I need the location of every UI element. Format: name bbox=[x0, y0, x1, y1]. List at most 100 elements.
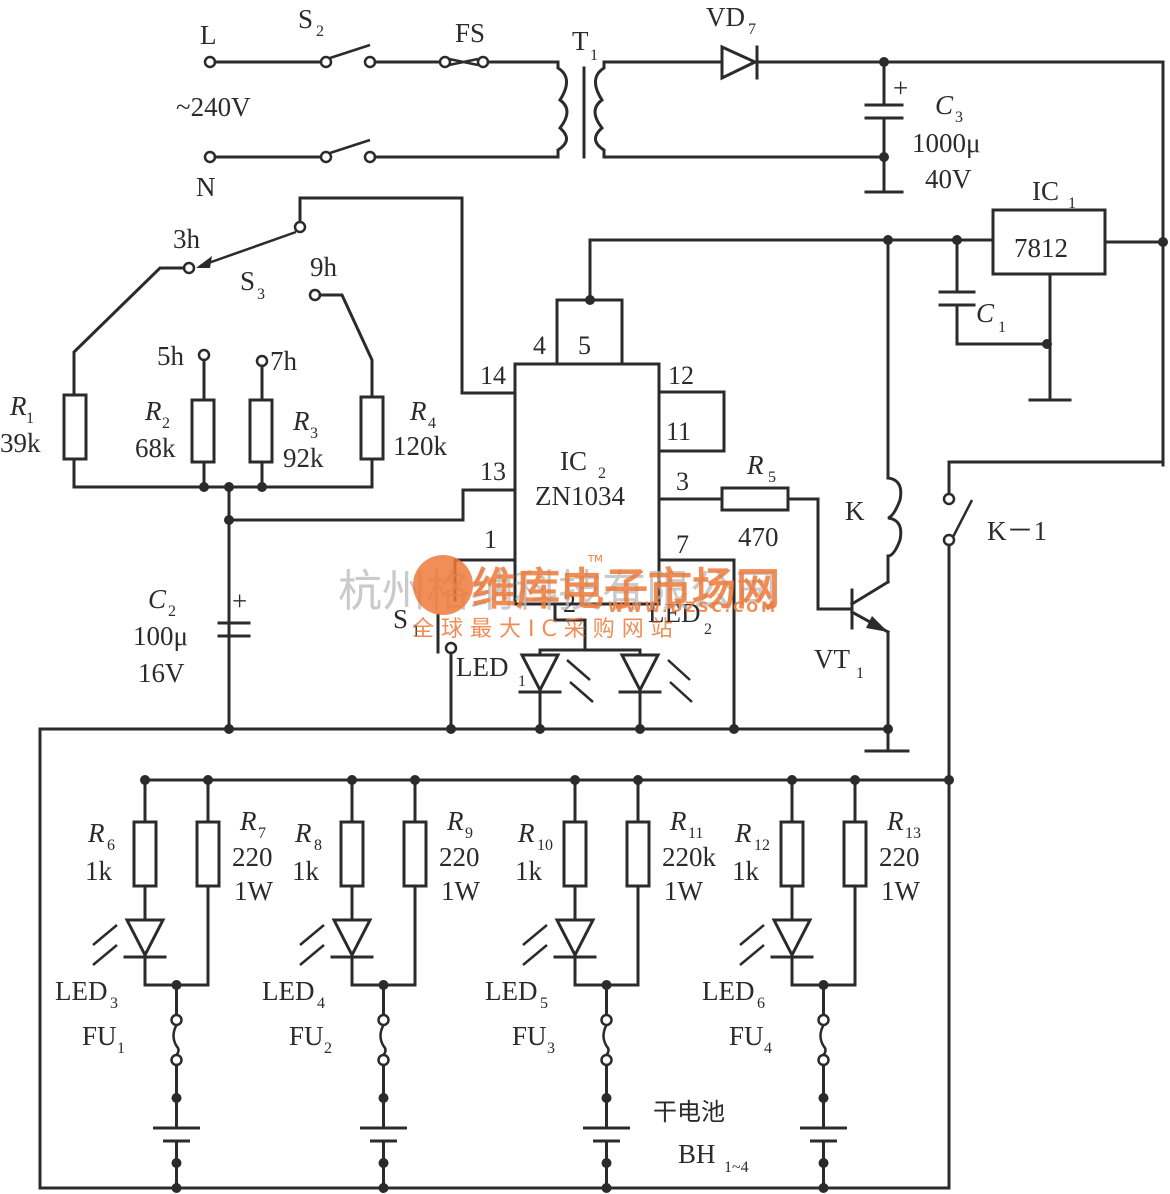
fuse-sub: 4 bbox=[764, 1040, 772, 1057]
svg-text:1: 1 bbox=[998, 319, 1006, 336]
svg-text:LED: LED bbox=[648, 598, 700, 628]
led-resistor bbox=[562, 820, 588, 888]
charge-led-sub: 5 bbox=[540, 995, 548, 1012]
ic2-body bbox=[513, 362, 661, 606]
svg-text:C: C bbox=[976, 298, 995, 328]
svg-text:5h: 5h bbox=[157, 341, 185, 371]
svg-text:1: 1 bbox=[484, 525, 497, 554]
svg-text:BH: BH bbox=[678, 1139, 716, 1169]
svg-text:2: 2 bbox=[162, 415, 170, 432]
svg-text:ZN1034: ZN1034 bbox=[535, 481, 625, 511]
charge-led-ref: LED bbox=[702, 976, 754, 1006]
led-resistor bbox=[339, 820, 365, 888]
charge-led-sub: 3 bbox=[110, 995, 118, 1012]
svg-text:干电池: 干电池 bbox=[653, 1098, 725, 1126]
switch-s2: S 2 bbox=[298, 4, 560, 164]
svg-text:R: R bbox=[746, 450, 764, 480]
charge-led bbox=[771, 918, 813, 959]
relay-contact-k1: K－1 bbox=[942, 240, 1165, 782]
capacitor-c1: C 1 bbox=[938, 238, 1049, 346]
fuse bbox=[817, 1013, 830, 1027]
transistor-vt1: VT 1 bbox=[814, 579, 910, 753]
svg-text:R: R bbox=[409, 396, 427, 426]
charge-resistor-ref: R bbox=[669, 806, 687, 836]
svg-text:7: 7 bbox=[676, 530, 689, 559]
svg-text:3: 3 bbox=[676, 467, 689, 496]
svg-text:1: 1 bbox=[412, 623, 420, 640]
led-resistor-value: 1k bbox=[515, 856, 543, 886]
led-1: LED 1 bbox=[456, 648, 594, 734]
watermark-logo-icon bbox=[413, 555, 473, 615]
svg-text:3h: 3h bbox=[173, 224, 201, 254]
svg-text:LED: LED bbox=[456, 652, 508, 682]
svg-text:3: 3 bbox=[955, 109, 963, 126]
charge-resistor bbox=[842, 820, 868, 888]
svg-text:1: 1 bbox=[1068, 195, 1076, 212]
charge-led bbox=[331, 918, 373, 959]
svg-text:R: R bbox=[144, 396, 162, 426]
svg-text:40V: 40V bbox=[925, 164, 972, 194]
charge-led-ref: LED bbox=[262, 976, 314, 1006]
svg-text:+: + bbox=[232, 586, 247, 616]
svg-text:14: 14 bbox=[480, 361, 506, 390]
charge-led-ref: LED bbox=[55, 976, 107, 1006]
fuse-sub: 2 bbox=[324, 1040, 332, 1057]
svg-text:WWW.DZSC.COM: WWW.DZSC.COM bbox=[608, 600, 778, 616]
resistor-r1: R 1 39k bbox=[0, 266, 186, 489]
charge-resistor-sub: 7 bbox=[258, 825, 266, 842]
led-resistor-value: 1k bbox=[85, 856, 113, 886]
resistor-r5: R 5 470 bbox=[657, 450, 852, 611]
fuse-ref: FU bbox=[289, 1021, 324, 1051]
svg-text:7h: 7h bbox=[270, 346, 298, 376]
regulator-ic1: IC 1 7812 bbox=[588, 176, 1168, 402]
svg-text:FS: FS bbox=[455, 18, 485, 48]
led-resistor-sub: 10 bbox=[537, 837, 553, 854]
svg-text:维库电子市场网: 维库电子市场网 bbox=[472, 564, 780, 615]
svg-text:2: 2 bbox=[704, 621, 712, 638]
svg-text:IC: IC bbox=[560, 446, 587, 476]
svg-text:1: 1 bbox=[590, 47, 598, 64]
svg-text:杭州格纳科技有限公司: 杭州格纳科技有限公司 bbox=[338, 566, 778, 617]
fuse-ref: FU bbox=[82, 1021, 117, 1051]
ground-bus bbox=[38, 724, 954, 1190]
led-resistor-ref: R bbox=[87, 818, 105, 848]
svg-text:T: T bbox=[572, 26, 589, 56]
led-resistor-ref: R bbox=[294, 818, 312, 848]
svg-text:1: 1 bbox=[518, 673, 526, 690]
timer-selector-s3: 3h S 3 9h 5h 7h bbox=[157, 196, 517, 395]
svg-text:C: C bbox=[148, 584, 167, 614]
fuse bbox=[377, 1013, 390, 1027]
charge-resistor-value: 220 bbox=[439, 842, 480, 872]
led-resistor bbox=[779, 820, 805, 888]
svg-text:16V: 16V bbox=[138, 658, 185, 688]
battery-label: 干电池 BH 1~4 bbox=[653, 1098, 749, 1176]
svg-text:11: 11 bbox=[666, 417, 691, 446]
svg-text:2: 2 bbox=[316, 23, 324, 40]
watermark: 杭州格纳科技有限公司 维库电子市场网 TM WWW.DZSC.COM 全 球 最… bbox=[338, 554, 780, 642]
svg-text:100μ: 100μ bbox=[133, 621, 188, 651]
charge-resistor-power: 1W bbox=[234, 876, 274, 906]
svg-text:K: K bbox=[845, 496, 865, 526]
svg-text:+: + bbox=[893, 73, 908, 103]
charge-led-sub: 6 bbox=[757, 995, 765, 1012]
resistor-r3: R 3 92k bbox=[248, 364, 324, 489]
svg-text:VT: VT bbox=[814, 644, 850, 674]
svg-text:S: S bbox=[393, 604, 408, 634]
svg-text:R: R bbox=[292, 406, 310, 436]
transformer-t1: T 1 bbox=[556, 26, 886, 159]
svg-text:TM: TM bbox=[587, 554, 603, 565]
svg-text:2: 2 bbox=[598, 465, 606, 482]
led-resistor-ref: R bbox=[734, 818, 752, 848]
svg-text:4: 4 bbox=[428, 415, 436, 432]
timer-ic2: IC 2 ZN1034 4 5 14 13 1 12 11 3 7 2 bbox=[453, 238, 736, 731]
resistor-r4: R 4 120k bbox=[318, 293, 448, 489]
led-resistor bbox=[132, 820, 158, 888]
svg-text:VD: VD bbox=[706, 2, 745, 32]
live-label: L bbox=[200, 20, 217, 50]
led-resistor-sub: 6 bbox=[107, 837, 115, 854]
fuse-sub: 1 bbox=[117, 1040, 125, 1057]
voltage-label: ~240V bbox=[176, 92, 251, 122]
capacitor-c3: + C 3 1000μ 40V bbox=[864, 60, 980, 194]
